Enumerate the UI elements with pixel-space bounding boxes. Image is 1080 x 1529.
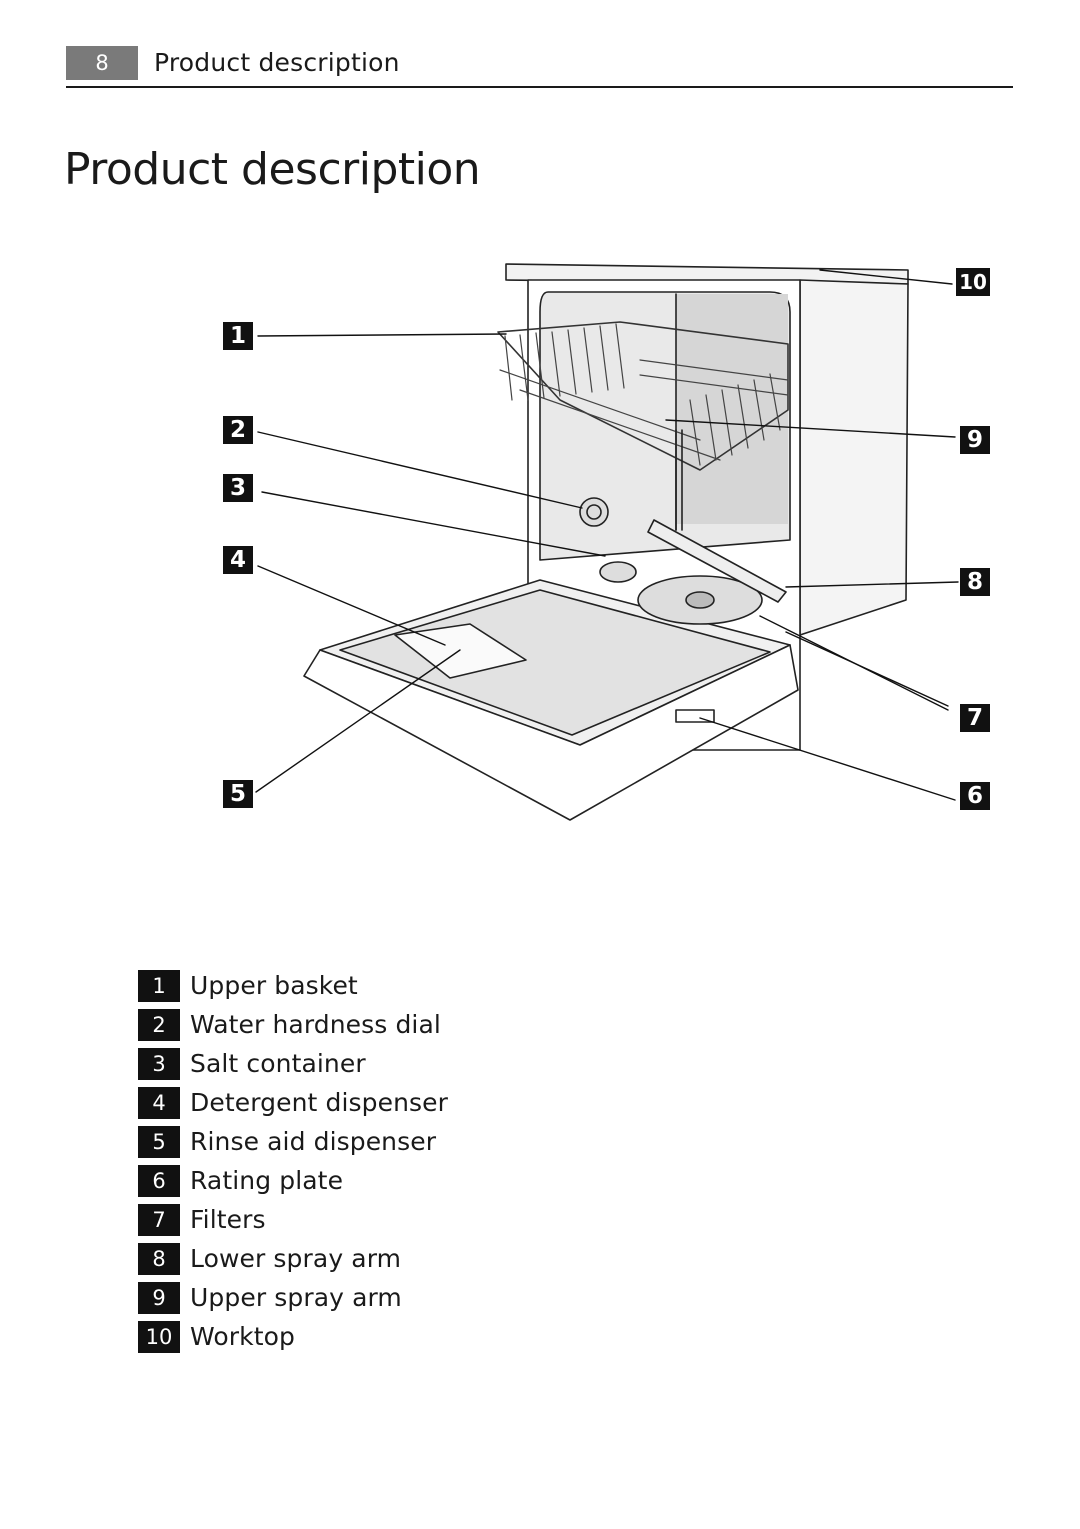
legend-item: 3 Salt container <box>138 1044 448 1083</box>
legend-number: 3 <box>138 1047 180 1080</box>
callout-2: 2 <box>223 416 253 444</box>
legend-number: 10 <box>138 1320 180 1353</box>
legend-number: 6 <box>138 1164 180 1197</box>
running-title: Product description <box>154 48 400 77</box>
page-title: Product description <box>64 144 481 195</box>
legend-number: 2 <box>138 1008 180 1041</box>
legend-label: Upper basket <box>190 971 358 1000</box>
legend-number: 4 <box>138 1086 180 1119</box>
legend-label: Lower spray arm <box>190 1244 402 1273</box>
callout-4: 4 <box>223 546 253 574</box>
legend-item: 1 Upper basket <box>138 966 448 1005</box>
legend-label: Salt container <box>190 1049 366 1078</box>
legend-label: Filters <box>190 1205 266 1234</box>
callout-8: 8 <box>960 568 990 596</box>
legend-number: 1 <box>138 969 180 1002</box>
legend-number: 9 <box>138 1281 180 1314</box>
page-header: 8 Product description <box>66 46 1013 88</box>
legend-item: 5 Rinse aid dispenser <box>138 1122 448 1161</box>
page-number: 8 <box>66 46 138 80</box>
legend-item: 4 Detergent dispenser <box>138 1083 448 1122</box>
legend-label: Worktop <box>190 1322 295 1351</box>
legend-item: 10 Worktop <box>138 1317 448 1356</box>
callout-1: 1 <box>223 322 253 350</box>
parts-legend: 1 Upper basket 2 Water hardness dial 3 S… <box>138 966 448 1356</box>
legend-label: Upper spray arm <box>190 1283 402 1312</box>
callout-9: 9 <box>960 426 990 454</box>
legend-item: 6 Rating plate <box>138 1161 448 1200</box>
legend-number: 5 <box>138 1125 180 1158</box>
legend-item: 9 Upper spray arm <box>138 1278 448 1317</box>
callout-5: 5 <box>223 780 253 808</box>
legend-number: 8 <box>138 1242 180 1275</box>
legend-label: Rinse aid dispenser <box>190 1127 437 1156</box>
callout-6: 6 <box>960 782 990 810</box>
callout-7: 7 <box>960 704 990 732</box>
legend-item: 8 Lower spray arm <box>138 1239 448 1278</box>
legend-item: 7 Filters <box>138 1200 448 1239</box>
dishwasher-illustration: 1 2 3 4 5 6 7 8 9 10 <box>0 240 1080 840</box>
legend-number: 7 <box>138 1203 180 1236</box>
legend-label: Rating plate <box>190 1166 344 1195</box>
dishwasher-drawing <box>255 263 959 821</box>
legend-label: Water hardness dial <box>190 1010 441 1039</box>
callout-10: 10 <box>956 268 990 296</box>
legend-label: Detergent dispenser <box>190 1088 449 1117</box>
legend-item: 2 Water hardness dial <box>138 1005 448 1044</box>
callout-3: 3 <box>223 474 253 502</box>
